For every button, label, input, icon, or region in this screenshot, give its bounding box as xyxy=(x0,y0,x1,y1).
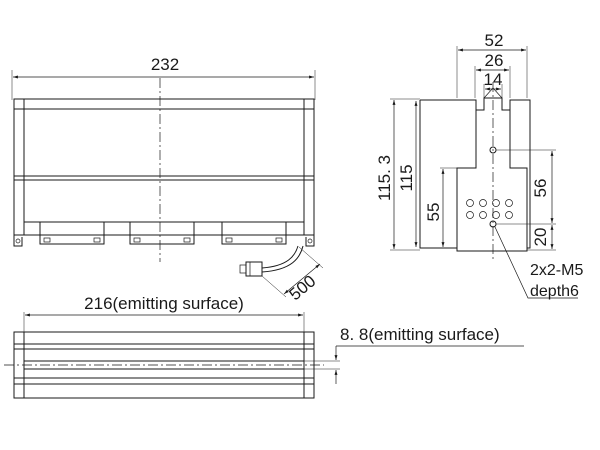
dim-14: 14 xyxy=(484,70,503,89)
dim-115: 115 xyxy=(397,164,416,191)
front-body xyxy=(13,98,315,236)
dim-52: 52 xyxy=(485,31,504,50)
front-view: 232 500 xyxy=(11,55,324,304)
driver-box-2 xyxy=(129,221,195,245)
screw-depth-label: depth6 xyxy=(530,283,579,300)
driver-box-3 xyxy=(221,221,287,245)
dim-56: 56 xyxy=(531,179,550,198)
top-view: 216(emitting surface) 8. 8(emitting surf… xyxy=(4,294,524,399)
dim-232: 232 xyxy=(151,55,179,74)
dim-26: 26 xyxy=(485,51,504,70)
side-outline xyxy=(419,97,531,252)
dim-216-emitting: 216(emitting surface) xyxy=(84,294,244,313)
dim-55: 55 xyxy=(424,203,443,222)
screw-spec-label: 2x2-M5 xyxy=(530,262,583,279)
connector-icon xyxy=(245,261,263,277)
dim-20: 20 xyxy=(531,228,550,247)
vent-holes xyxy=(466,199,513,219)
dim-115-3: 115. 3 xyxy=(375,155,394,201)
cable xyxy=(261,245,299,269)
driver-box-1 xyxy=(39,221,105,245)
side-view: 52 26 14 xyxy=(375,31,583,300)
dim-500: 500 xyxy=(285,271,319,304)
dim-8-8-emitting: 8. 8(emitting surface) xyxy=(340,325,500,344)
